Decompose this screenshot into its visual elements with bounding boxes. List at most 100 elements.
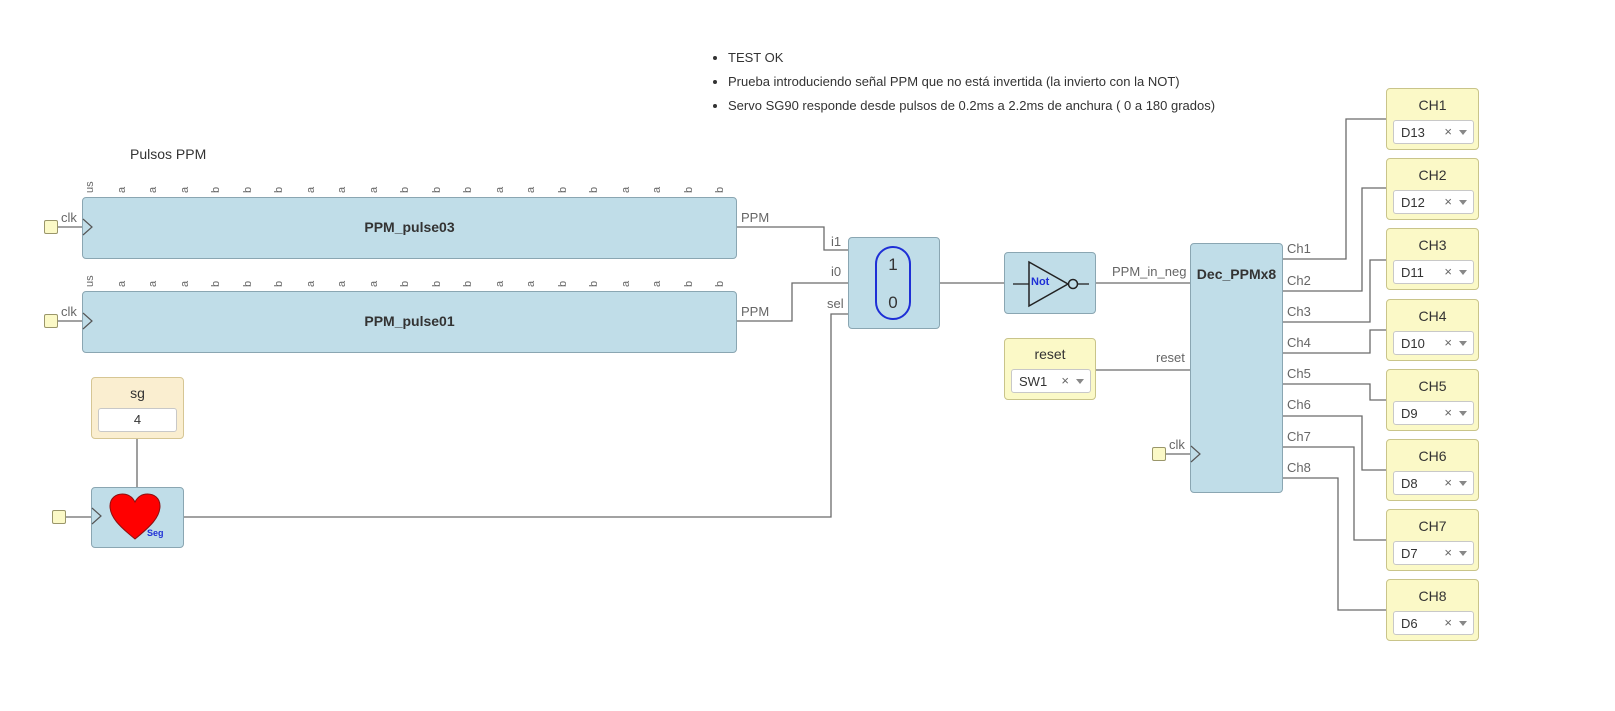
output-pin-title: CH4 xyxy=(1418,307,1447,324)
chevron-down-icon[interactable] xyxy=(1459,270,1467,276)
clk-input-port[interactable] xyxy=(52,510,66,524)
param-label: a xyxy=(493,186,506,193)
wire-ppm03-i1 xyxy=(737,226,848,251)
clear-icon[interactable]: × xyxy=(1444,264,1452,280)
not-gate-icon xyxy=(1013,260,1089,308)
clear-icon[interactable]: × xyxy=(1444,545,1452,561)
param-label: b xyxy=(210,186,222,193)
output-pin-select[interactable]: D11× xyxy=(1393,260,1474,285)
clk-input-port[interactable] xyxy=(44,220,58,234)
param-label: a xyxy=(367,280,380,287)
output-pin-value: D12 xyxy=(1401,195,1425,211)
clear-icon[interactable]: × xyxy=(1444,404,1452,420)
param-label: b xyxy=(682,186,695,193)
param-label: b xyxy=(399,280,411,287)
chevron-down-icon[interactable] xyxy=(1459,481,1467,486)
output-pin-select[interactable]: D8× xyxy=(1393,471,1474,495)
clk-input-port[interactable] xyxy=(44,314,58,328)
mux-i1-label: i1 xyxy=(831,234,842,249)
chevron-down-icon[interactable] xyxy=(1459,340,1467,346)
heart-label: Seg xyxy=(147,528,164,538)
output-pin-title: CH6 xyxy=(1418,448,1447,464)
clk-input-port[interactable] xyxy=(1152,447,1166,461)
heartbeat-block[interactable]: Seg xyxy=(91,487,184,548)
decoder-output-label: Ch5 xyxy=(1287,366,1311,381)
param-label: b xyxy=(714,280,726,287)
chevron-down-icon[interactable] xyxy=(1459,200,1467,206)
param-label: b xyxy=(273,186,285,193)
output-pin-select[interactable]: D12 × xyxy=(1393,190,1474,215)
wire-heart-sel xyxy=(184,313,848,518)
decoder-output-label: Ch4 xyxy=(1287,335,1311,350)
decoder-output-label: Ch7 xyxy=(1287,429,1311,444)
output-pin-title: CH7 xyxy=(1418,518,1447,535)
clear-icon[interactable]: × xyxy=(1444,334,1452,350)
mux-i0-label: i0 xyxy=(831,264,842,279)
not-gate-block[interactable]: Not xyxy=(1004,252,1096,314)
decoder-block[interactable]: Dec_PPMx8 xyxy=(1190,243,1283,493)
output-pin-value: D9 xyxy=(1401,405,1418,421)
not-output-label: PPM_in_neg xyxy=(1112,264,1187,279)
sg-constant-block[interactable]: sg 4 xyxy=(91,377,184,439)
param-label: b xyxy=(430,280,443,287)
param-label: us xyxy=(84,181,96,193)
param-label: a xyxy=(147,186,159,193)
ppm-pulse03-block[interactable]: PPM_pulse03 xyxy=(82,197,737,259)
clk-label: clk xyxy=(61,210,77,225)
clear-icon[interactable]: × xyxy=(1061,373,1069,388)
output-pin-title: CH3 xyxy=(1418,237,1447,254)
ppm-output-label: PPM xyxy=(741,304,770,319)
chevron-down-icon[interactable] xyxy=(1459,621,1467,627)
chevron-down-icon[interactable] xyxy=(1459,130,1467,135)
note-item: TEST OK xyxy=(728,50,1215,66)
ppm-pulse01-title: PPM_pulse01 xyxy=(364,313,455,329)
decoder-title: Dec_PPMx8 xyxy=(1196,266,1277,282)
clear-icon[interactable]: × xyxy=(1444,124,1452,139)
ppm-pulse01-block[interactable]: PPM_pulse01 xyxy=(82,291,737,353)
wire-ch4 xyxy=(1283,329,1386,354)
param-label: a xyxy=(178,186,191,193)
clock-port-icon xyxy=(1190,445,1201,463)
reset-input-block[interactable]: reset SW1 × xyxy=(1004,338,1096,400)
clear-icon[interactable]: × xyxy=(1444,615,1452,631)
clk-label: clk xyxy=(61,304,77,319)
decoder-output-label: Ch8 xyxy=(1287,460,1311,475)
param-label: a xyxy=(619,186,632,193)
not-gate-label: Not xyxy=(1031,276,1050,288)
param-label: a xyxy=(178,280,191,287)
chevron-down-icon[interactable] xyxy=(1459,410,1467,416)
output-pin-select[interactable]: D9 × xyxy=(1393,400,1474,425)
output-pin-select[interactable]: D7 × xyxy=(1393,541,1474,566)
clock-port-icon xyxy=(91,507,102,525)
param-label: a xyxy=(336,280,348,287)
heart-icon xyxy=(109,493,161,540)
reset-pin-select[interactable]: SW1 × xyxy=(1011,369,1091,393)
param-label: b xyxy=(273,280,285,287)
output-pin-select[interactable]: D10 × xyxy=(1393,330,1474,355)
clear-icon[interactable]: × xyxy=(1444,194,1452,210)
param-label: b xyxy=(462,186,474,193)
sg-constant-title: sg xyxy=(130,385,145,401)
ppm-output-label: PPM xyxy=(741,210,770,225)
param-label: a xyxy=(525,186,537,193)
output-pin-select[interactable]: D13× xyxy=(1393,120,1474,144)
output-pin-select[interactable]: D6× xyxy=(1393,611,1474,636)
param-label: b xyxy=(430,186,443,193)
mux-block[interactable]: 1 0 xyxy=(848,237,940,329)
clear-icon[interactable]: × xyxy=(1444,475,1452,490)
chevron-down-icon[interactable] xyxy=(1459,551,1467,557)
output-pin-value: D7 xyxy=(1401,546,1418,562)
output-pin-value: D10 xyxy=(1401,335,1425,351)
chevron-down-icon[interactable] xyxy=(1076,379,1084,384)
sg-value-field[interactable]: 4 xyxy=(98,408,177,432)
param-label: b xyxy=(588,280,600,287)
ppm-pulse03-title: PPM_pulse03 xyxy=(364,219,455,235)
